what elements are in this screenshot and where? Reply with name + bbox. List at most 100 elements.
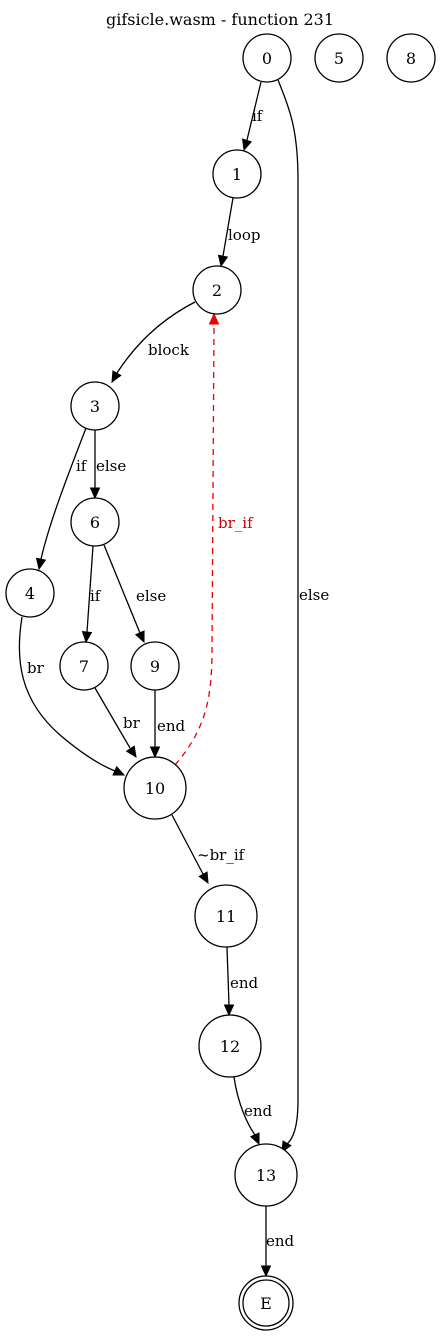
- edge-7-to-10: br: [94, 687, 141, 759]
- node-label: 7: [79, 657, 89, 676]
- edge-label: end: [230, 974, 259, 992]
- node-circle: [59, 641, 109, 691]
- arrowhead: [241, 138, 253, 152]
- edge-line: [103, 544, 141, 634]
- edge-12-to-13: end: [233, 1076, 273, 1146]
- edge-0-to-1: if: [241, 81, 264, 152]
- node-circle: [234, 1143, 298, 1207]
- edge-3-to-6: else: [89, 430, 126, 500]
- edge-line: [222, 197, 234, 257]
- edge-label: else: [96, 457, 126, 475]
- arrowhead: [112, 765, 126, 776]
- arrowhead: [217, 254, 229, 268]
- node-8: 8: [386, 33, 436, 83]
- node-circle: [314, 33, 364, 83]
- node-7: 7: [59, 641, 109, 691]
- node-label: 10: [145, 779, 165, 798]
- node-9: 9: [130, 641, 180, 691]
- edge-line: [86, 545, 94, 633]
- arrowhead: [89, 487, 101, 500]
- node-circle: [123, 756, 187, 820]
- edge-line: [94, 687, 131, 749]
- edge-10-to-11: ~br_if: [171, 814, 246, 885]
- graph-title: gifsicle.wasm - function 231: [106, 10, 334, 29]
- node-label: 12: [220, 1037, 240, 1056]
- edge-line: [233, 1076, 256, 1136]
- edge-label: br_if: [218, 514, 254, 532]
- node-circle: [5, 568, 55, 618]
- edge-label: br: [123, 714, 141, 732]
- node-0: 0: [242, 33, 292, 83]
- node-label: 2: [212, 281, 222, 300]
- node-4: 4: [5, 568, 55, 618]
- node-circle: [386, 33, 436, 83]
- edge-label: else: [136, 587, 166, 605]
- edge-label: loop: [228, 226, 260, 244]
- edge-11-to-12: end: [223, 946, 259, 1017]
- edge-9-to-10: end: [149, 690, 186, 759]
- edge-label: if: [90, 587, 102, 605]
- node-6: 6: [70, 497, 120, 547]
- edge-label: end: [157, 717, 186, 735]
- node-11: 11: [194, 884, 258, 948]
- node-exit: E: [238, 1275, 294, 1331]
- arrowhead: [111, 370, 122, 384]
- edge-13-to-E: end: [260, 1206, 295, 1278]
- arrowhead: [125, 745, 137, 759]
- edge-label: end: [244, 1102, 273, 1120]
- edge-label: block: [148, 341, 190, 359]
- node-10: 10: [123, 756, 187, 820]
- node-5: 5: [314, 33, 364, 83]
- arrowhead: [223, 1004, 235, 1017]
- arrowhead: [249, 1132, 260, 1146]
- node-circle: [212, 149, 262, 199]
- edge-10-to-2: br_if: [174, 312, 254, 766]
- edge-line: [246, 81, 262, 141]
- edge-6-to-7: if: [81, 545, 102, 644]
- edge-4-to-10: br: [18, 616, 126, 776]
- edge-label: if: [252, 107, 264, 125]
- node-label: 6: [90, 513, 100, 532]
- edge-line: [174, 324, 215, 766]
- node-circle: [130, 641, 180, 691]
- edge-label: end: [266, 1232, 295, 1250]
- node-13: 13: [234, 1143, 298, 1207]
- edge-line: [171, 814, 204, 875]
- node-circle: [198, 1014, 262, 1078]
- arrowhead: [35, 557, 47, 571]
- node-label: 13: [256, 1166, 276, 1185]
- edge-3-to-4: if: [35, 427, 88, 571]
- node-circle: [242, 33, 292, 83]
- node-label: 8: [406, 49, 416, 68]
- arrowhead: [149, 746, 161, 759]
- node-label: 5: [334, 49, 344, 68]
- edge-6-to-9: else: [103, 544, 166, 644]
- arrowhead: [198, 871, 209, 885]
- node-label: E: [260, 1294, 272, 1313]
- node-label: 1: [232, 165, 242, 184]
- arrowhead: [260, 1265, 272, 1278]
- edge-line: [226, 946, 230, 1006]
- node-circle: [70, 497, 120, 547]
- edge-label: else: [299, 586, 329, 604]
- edge-0-to-13: else: [277, 79, 329, 1154]
- edge-line: [116, 301, 196, 374]
- node-label: 11: [216, 907, 236, 926]
- node-inner-circle: [242, 1279, 290, 1327]
- node-label: 0: [262, 49, 272, 68]
- edge-2-to-3: block: [111, 301, 196, 384]
- node-3: 3: [70, 381, 120, 431]
- node-label: 3: [90, 397, 100, 416]
- node-12: 12: [198, 1014, 262, 1078]
- edge-line: [277, 79, 299, 1146]
- node-2: 2: [192, 265, 242, 315]
- edge-line: [40, 427, 87, 560]
- node-circle: [194, 884, 258, 948]
- node-circle: [192, 265, 242, 315]
- node-label: 4: [25, 584, 35, 603]
- node-circle: [70, 381, 120, 431]
- arrowhead: [134, 630, 145, 644]
